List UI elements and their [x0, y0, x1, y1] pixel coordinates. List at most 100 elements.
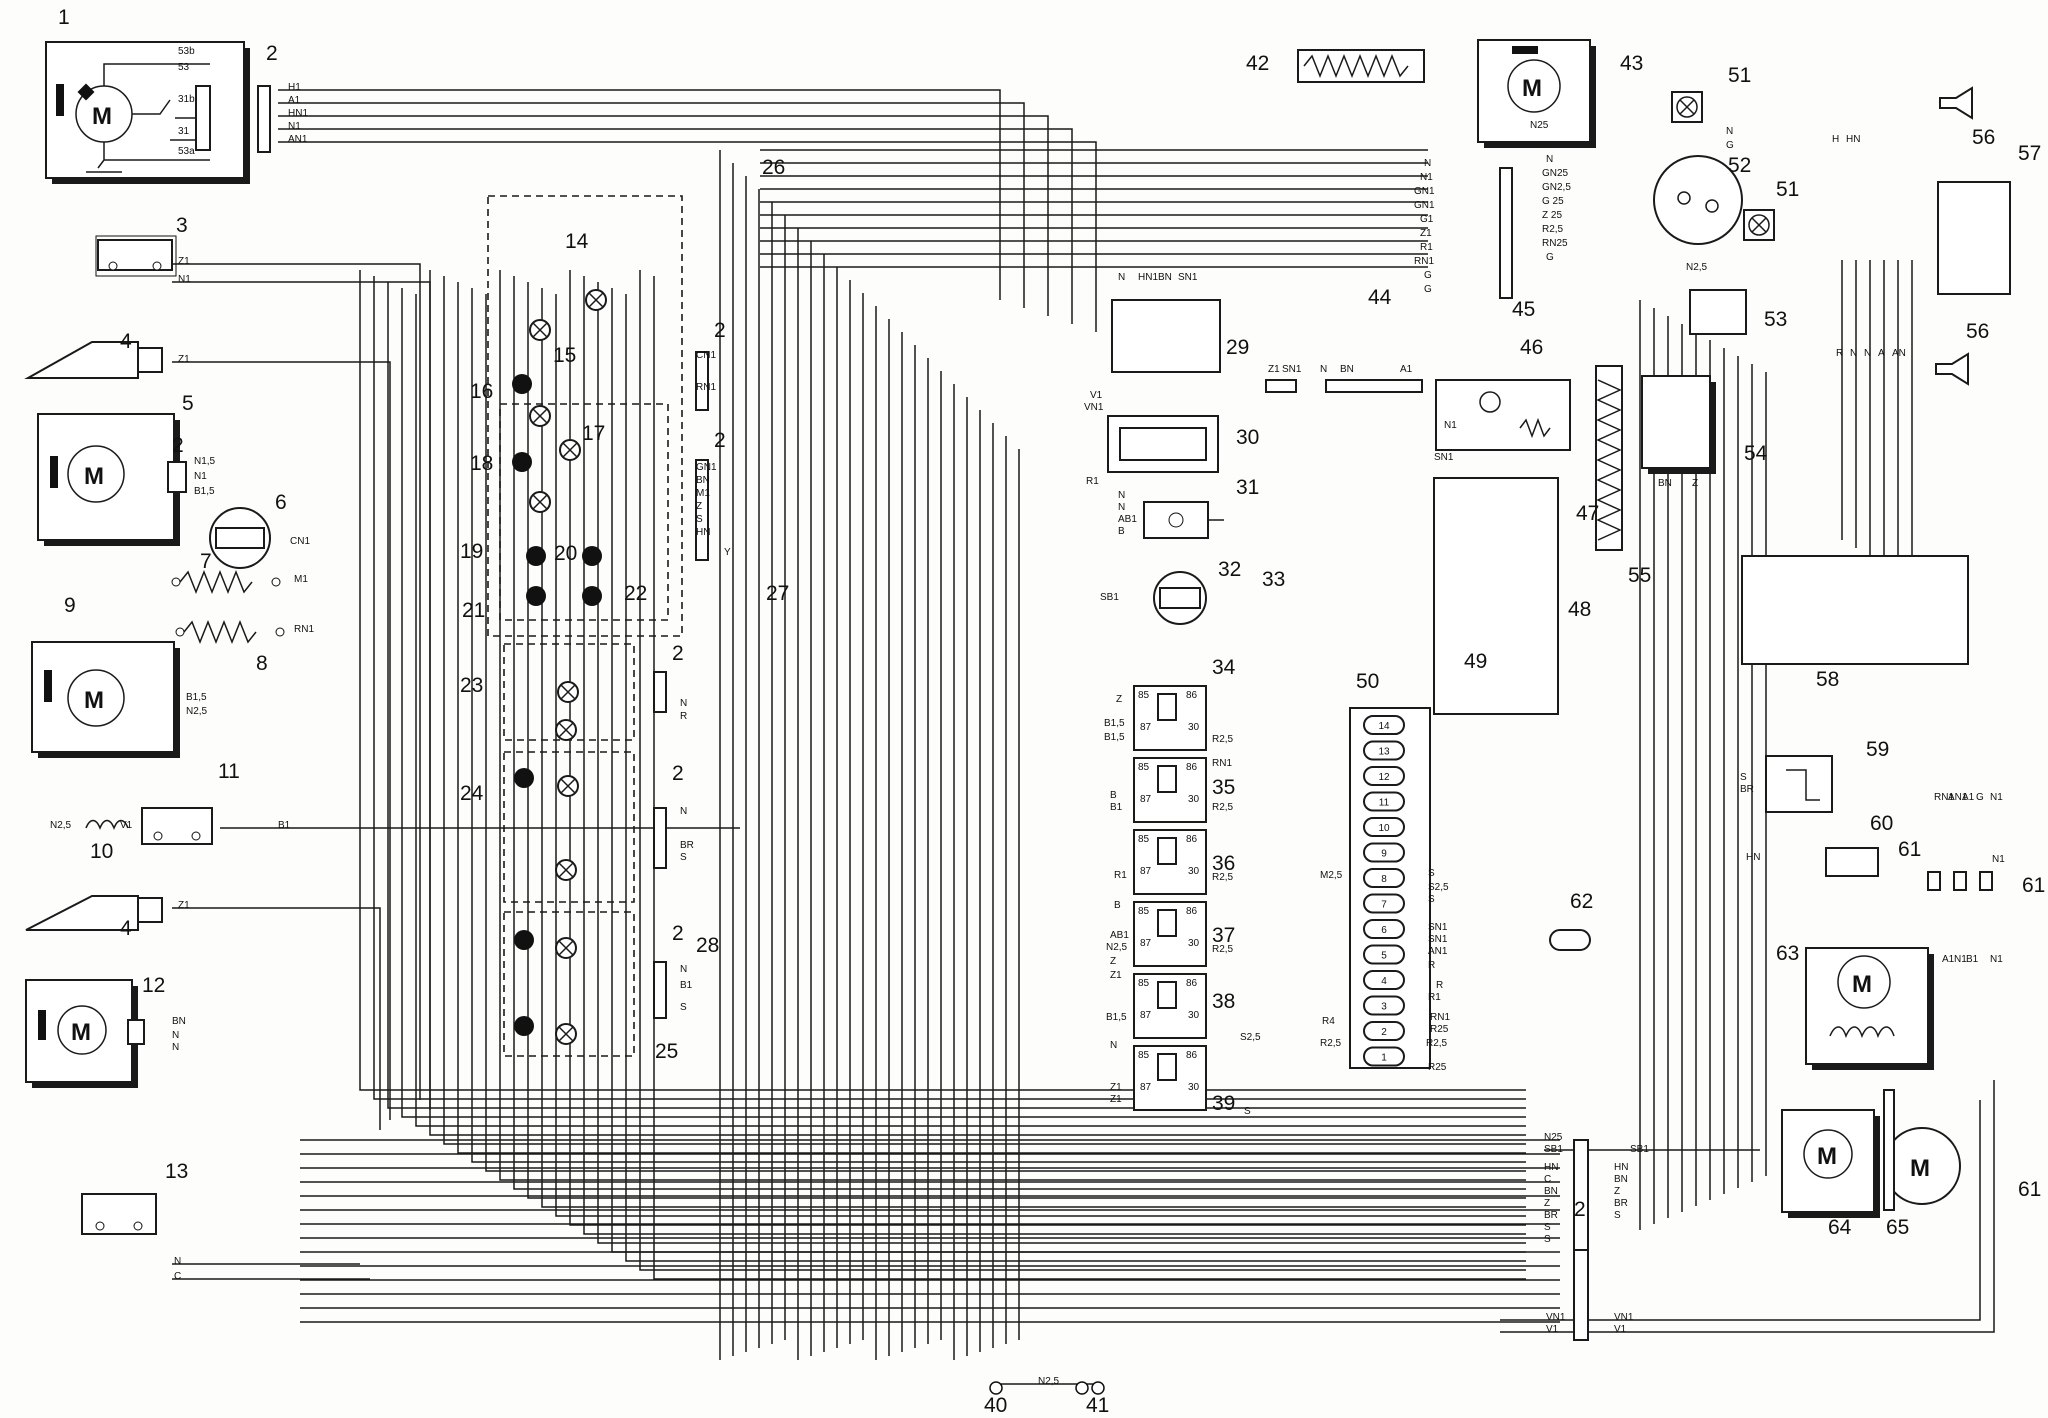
wire-label: R2,5 [1212, 802, 1234, 813]
wire-label: B1 [680, 980, 693, 991]
switch-panel-58 [1741, 555, 1969, 665]
component-callout: 33 [1262, 568, 1285, 591]
wire-label: R25 [1430, 1024, 1449, 1035]
wire-label: V1 [120, 820, 133, 831]
wire-label: 53a [178, 146, 195, 157]
relay-terminal: 87 [1140, 938, 1152, 949]
wire-label: 53 [178, 62, 190, 73]
wire-label: H1 [288, 82, 301, 93]
component-callout: 17 [582, 422, 605, 445]
sender-54 [1641, 375, 1716, 474]
wire-label: V1 [1546, 1324, 1559, 1335]
component-callout: 48 [1568, 598, 1591, 621]
fuse-number: 12 [1378, 772, 1390, 783]
wire-label: A [1878, 348, 1885, 359]
wire-label: N [1424, 158, 1431, 169]
component-callout: 34 [1212, 656, 1236, 679]
component-callout: 14 [565, 230, 589, 253]
wire-label: RN25 [1542, 238, 1568, 249]
wire-label: B1,5 [1104, 732, 1125, 743]
wire-label: M1 [294, 574, 308, 585]
component-callout: 37 [1212, 924, 1235, 947]
component-callout: 55 [1628, 564, 1651, 587]
relay-terminal: 30 [1188, 938, 1200, 949]
relay-terminal: 86 [1186, 906, 1198, 917]
wire-label: Z [696, 501, 702, 512]
component-callout: 2 [672, 642, 684, 665]
component-callout: 6 [275, 491, 287, 514]
wire-label: N [174, 1256, 181, 1267]
wire-label: R1 [1114, 870, 1127, 881]
relay-terminal: 87 [1140, 794, 1152, 805]
rear-heater-42 [1297, 49, 1425, 83]
component-callout: 2 [1574, 1198, 1586, 1221]
wire-label: R [1436, 980, 1443, 991]
component-callout: 27 [766, 582, 789, 605]
wire-label: BN [1158, 272, 1172, 283]
ground-point-40 [989, 1381, 1003, 1395]
relay-terminal: 86 [1186, 834, 1198, 845]
wire-label: N [1320, 364, 1327, 375]
resistor-7 [171, 569, 281, 595]
component-callout: 45 [1512, 298, 1535, 321]
component-callout: 56 [1972, 126, 1995, 149]
wire-label: R1 [1428, 992, 1441, 1003]
wire-label: AB1 [1118, 514, 1137, 525]
wire-label: R2,5 [1542, 224, 1564, 235]
wire-label: S [696, 514, 703, 525]
wire-label: N2,5 [1106, 942, 1128, 953]
relay-terminal: 86 [1186, 978, 1198, 989]
wire-label: B1,5 [194, 486, 215, 497]
wire-label: N25 [1544, 1132, 1563, 1143]
fuse-number: 2 [1381, 1027, 1387, 1038]
relay-terminal: 30 [1188, 1010, 1200, 1021]
relay-terminal: 86 [1186, 762, 1198, 773]
wire-label: 53b [178, 46, 195, 57]
module-29 [1111, 299, 1221, 373]
component-callout: 25 [655, 1040, 678, 1063]
component-callout: 20 [554, 542, 577, 565]
component-callout: 61 [2018, 1178, 2041, 1201]
component-callout: 1 [58, 6, 70, 29]
coil-10 [85, 819, 129, 831]
wire-label: B1,5 [186, 692, 207, 703]
wire-label: AN1 [1428, 946, 1448, 957]
component-callout: 61 [1898, 838, 1921, 861]
relay-terminal: 30 [1188, 794, 1200, 805]
wire-label: R2,5 [1212, 944, 1234, 955]
wire-label: BR [1544, 1210, 1558, 1221]
wire-label: 31 [178, 126, 190, 137]
wire-label: C [1544, 1174, 1551, 1185]
wire-label: N1 [1954, 954, 1967, 965]
switch-11 [141, 807, 213, 845]
wire-label: HN [1544, 1162, 1558, 1173]
wire-label: N1 [1444, 420, 1457, 431]
wire-label: S [1428, 894, 1435, 905]
component-callout: 35 [1212, 776, 1235, 799]
component-callout: 16 [470, 380, 493, 403]
wire-label: S2,5 [1240, 1032, 1261, 1043]
wire-label: AN [1892, 348, 1906, 359]
wire-label: R2,5 [1426, 1038, 1448, 1049]
motor-letter: M [1910, 1155, 1930, 1182]
wire-label: R [680, 711, 687, 722]
wire-labels: 53b5331b3153aH1A1HN1N1AN1Z1N1Z1N1,5N1B1,… [50, 46, 2005, 1387]
fuse-number: 1 [1381, 1053, 1387, 1064]
wire-label: N2,5 [50, 820, 72, 831]
wire-label: BR [680, 840, 694, 851]
connectors [257, 85, 1993, 1341]
component-callout: 21 [462, 599, 485, 622]
relay-terminal: 86 [1186, 1050, 1198, 1061]
wire-label: R2,5 [1320, 1038, 1342, 1049]
switch-13 [81, 1193, 157, 1235]
component-callout: 58 [1816, 668, 1839, 691]
wire-label: A1 [1962, 792, 1975, 803]
wire-label: B [1114, 900, 1121, 911]
component-callout: 8 [256, 652, 268, 675]
fuse-number: 8 [1381, 874, 1387, 885]
fuse-62 [1549, 929, 1591, 951]
wire-label: B1 [1966, 954, 1979, 965]
wire-label: RN1 [696, 382, 716, 393]
wire-label: G1 [1420, 214, 1434, 225]
